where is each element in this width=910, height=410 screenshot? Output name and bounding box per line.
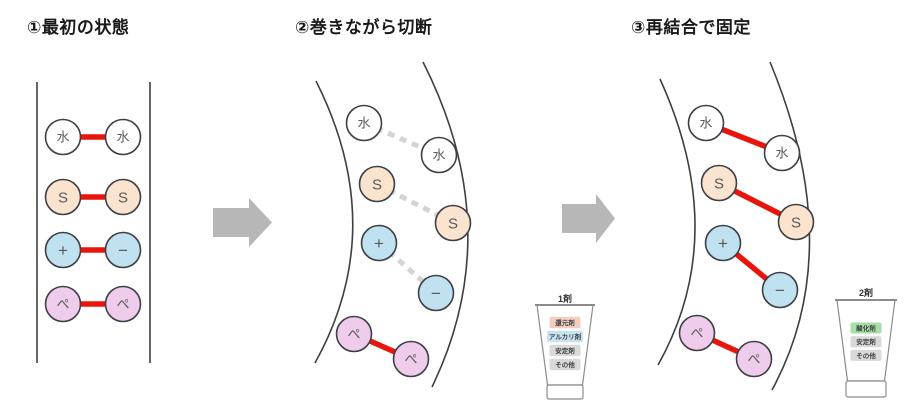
molecule-label: S	[448, 215, 458, 232]
molecule-peptide	[392, 340, 430, 378]
molecule-peptide	[335, 315, 373, 353]
arrow-right-icon	[213, 198, 272, 247]
tube-cap	[546, 384, 584, 400]
tube-ingredient-chip	[549, 316, 581, 329]
tube-ingredient-label: アルカリ剤	[549, 332, 582, 341]
molecule-label: 水	[699, 116, 712, 131]
molecule-label: 水	[357, 116, 370, 131]
tube-ingredient-chip	[549, 344, 581, 357]
molecule-ion	[761, 271, 799, 309]
molecule-ion	[360, 224, 398, 262]
molecule-water	[687, 104, 725, 142]
molecule-water	[420, 136, 458, 174]
strand-curve-left-fixed	[657, 78, 696, 366]
tube-cap	[845, 380, 887, 398]
strand-curve-left-wound	[314, 80, 354, 364]
molecule-label: 水	[116, 130, 129, 145]
molecule-water	[104, 118, 142, 156]
molecule-label: S	[118, 189, 128, 206]
molecule-water	[345, 104, 383, 142]
tube-ingredient-chip	[850, 349, 882, 361]
molecule-ion	[104, 231, 142, 269]
molecule-ion	[44, 231, 82, 269]
tube-ingredient-chip	[547, 330, 583, 343]
tube-ingredient-label: 還元剤	[555, 318, 575, 327]
tube-ingredient-label: 酸化剤	[856, 323, 876, 332]
molecule-label: ぺ	[690, 326, 703, 341]
tube-title: 2剤	[859, 287, 873, 298]
molecule-sulfur	[44, 178, 82, 216]
tube-ingredient-label: その他	[856, 351, 876, 360]
panel-initial: 水 水 S S + − ぺ ぺ	[44, 118, 142, 323]
molecule-label: +	[718, 234, 728, 253]
molecule-peptide	[104, 285, 142, 323]
molecule-sulfur	[777, 203, 815, 241]
tube-ingredient-label: その他	[555, 360, 575, 369]
molecule-label: ぺ	[347, 327, 360, 342]
strand-curve-right-fixed	[769, 61, 811, 391]
molecule-label: −	[775, 281, 785, 300]
tube-ingredient-chip	[850, 322, 882, 334]
molecule-label: −	[431, 284, 441, 303]
molecule-peptide	[735, 340, 773, 378]
molecule-ion	[704, 224, 742, 262]
molecule-label: S	[791, 214, 801, 231]
molecule-label: +	[58, 241, 68, 260]
molecule-water	[44, 118, 82, 156]
molecule-sulfur	[700, 164, 738, 202]
molecule-label: +	[374, 234, 384, 253]
molecule-label: 水	[775, 146, 788, 161]
molecule-label: ぺ	[747, 352, 760, 367]
step-3-title: ③再結合で固定	[631, 18, 751, 37]
molecule-sulfur	[434, 204, 472, 242]
molecule-ion	[417, 274, 455, 312]
molecule-peptide	[44, 285, 82, 323]
molecule-label: ぺ	[116, 297, 129, 312]
molecule-water	[763, 134, 801, 172]
molecule-peptide	[678, 314, 716, 352]
molecule-sulfur	[358, 165, 396, 203]
molecule-label: S	[58, 189, 68, 206]
step-1-title: ①最初の状態	[27, 18, 130, 37]
step-2-title: ②巻きながら切断	[295, 18, 433, 37]
tube-ingredient-chip	[549, 358, 581, 371]
molecule-sulfur	[104, 178, 142, 216]
molecule-label: ぺ	[404, 352, 417, 367]
molecule-label: ぺ	[56, 297, 69, 312]
molecule-label: −	[118, 241, 128, 260]
tube-ingredient-chip	[850, 336, 882, 348]
tube-title: 1剤	[558, 293, 572, 304]
molecule-label: S	[714, 175, 724, 192]
tube-ingredient-label: 安定剤	[555, 346, 575, 355]
arrow-right-icon	[562, 194, 615, 243]
molecule-label: 水	[56, 130, 69, 145]
tube-ingredient-label: 安定剤	[856, 337, 876, 346]
molecule-label: S	[372, 176, 382, 193]
molecule-label: 水	[432, 148, 445, 163]
